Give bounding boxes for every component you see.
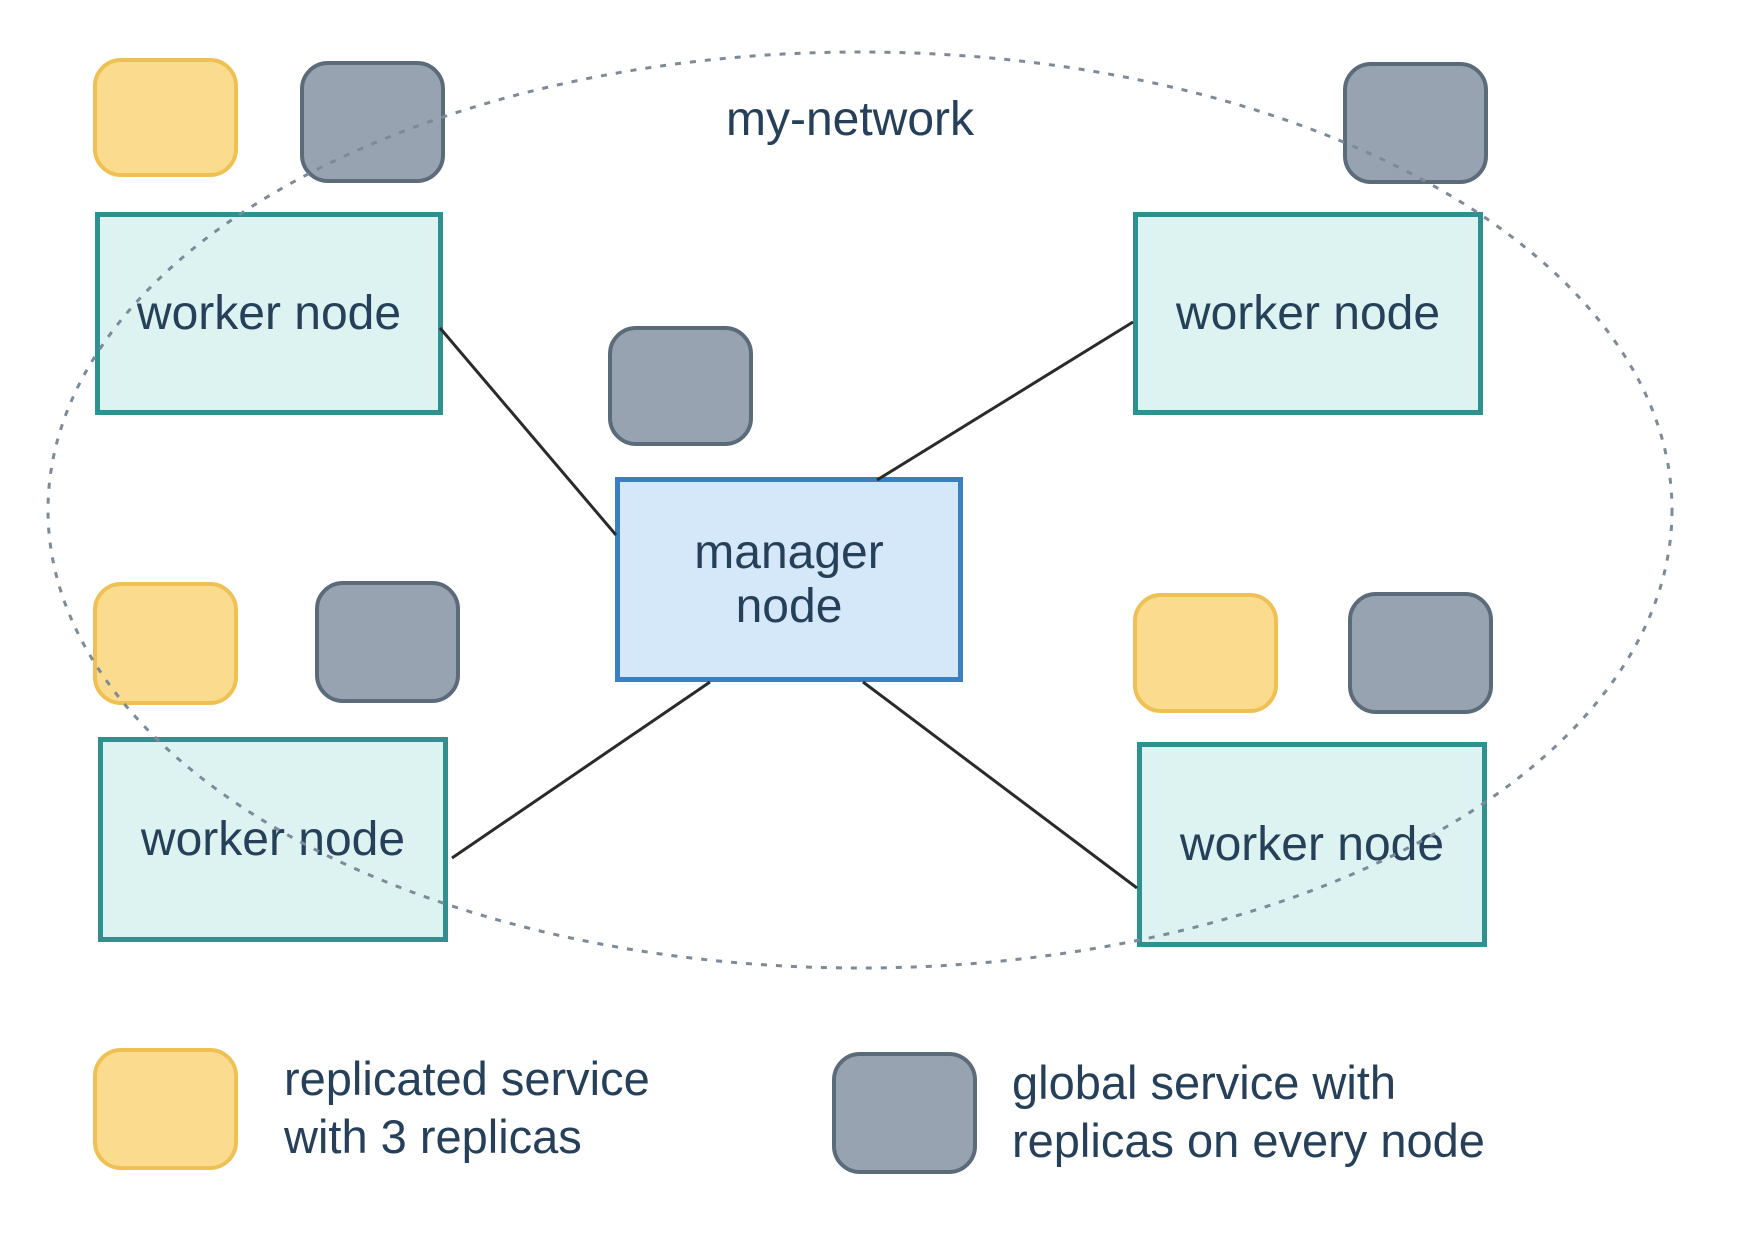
replicated-service-icon [93,582,238,705]
worker-node-label: worker node [140,812,406,866]
worker-node-box: worker node [98,737,448,942]
network-name-label: my-network [725,93,975,146]
worker-node-box: worker node [95,212,443,415]
legend-global-service-icon [832,1052,977,1174]
connection-line-manager-to-worker-top-right [876,320,1134,482]
global-service-icon [315,581,460,703]
global-service-icon [1348,592,1493,714]
legend-global-line1: global service with [1012,1056,1397,1109]
connection-line-manager-to-worker-bottom-right [862,680,1138,890]
legend-replicated-service-label: replicated service with 3 replicas [284,1050,650,1166]
replicated-service-icon [93,58,238,177]
worker-node-label: worker node [1179,817,1445,871]
global-service-icon [608,326,753,446]
worker-node-label: worker node [1175,286,1441,340]
legend-global-line2: replicas on every node [1012,1114,1485,1167]
connection-line-manager-to-worker-top-left [438,327,618,536]
worker-node-label: worker node [136,286,402,340]
legend-replicated-line1: replicated service [284,1052,650,1105]
legend-replicated-line2: with 3 replicas [284,1110,582,1163]
global-service-icon [1343,62,1488,184]
worker-node-box: worker node [1133,212,1483,415]
manager-node-label: manager node [694,525,884,633]
legend-global-service-label: global service with replicas on every no… [1012,1054,1485,1170]
manager-node-box: manager node [615,477,963,682]
replicated-service-icon [1133,593,1278,713]
connection-line-manager-to-worker-bottom-left [451,680,711,860]
legend-replicated-service-icon [93,1048,238,1170]
global-service-icon [300,61,445,183]
worker-node-box: worker node [1137,742,1487,947]
